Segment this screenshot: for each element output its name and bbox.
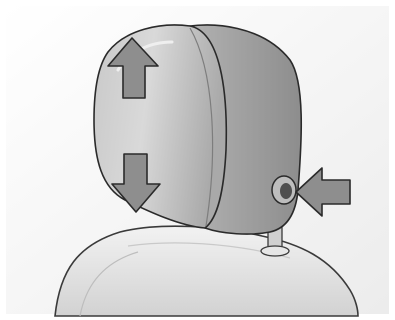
- release-button: [272, 176, 296, 204]
